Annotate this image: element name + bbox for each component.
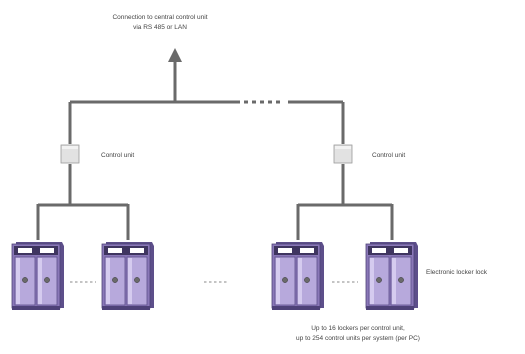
- control-unit-label-left: Control unit: [101, 152, 134, 159]
- locker-cabinet-icon: [11, 241, 65, 311]
- connection-label-line1: Connection to central control unit: [112, 14, 207, 21]
- arrow-up-icon: [168, 48, 182, 102]
- footnote-line1: Up to 16 lockers per control unit,: [311, 325, 405, 332]
- footnote-line2: up to 254 control units per system (per …: [296, 335, 420, 342]
- locker-label: Electronic locker lock: [426, 269, 488, 276]
- locker-cabinet-icon: [101, 241, 155, 311]
- locker-cabinet-icon: [365, 241, 419, 311]
- control-unit-right: [333, 144, 353, 164]
- connection-label-line2: via RS 485 or LAN: [133, 24, 187, 31]
- locker-cabinet-icon: [271, 241, 325, 311]
- control-unit-left: [60, 144, 80, 164]
- control-unit-label-right: Control unit: [372, 152, 405, 159]
